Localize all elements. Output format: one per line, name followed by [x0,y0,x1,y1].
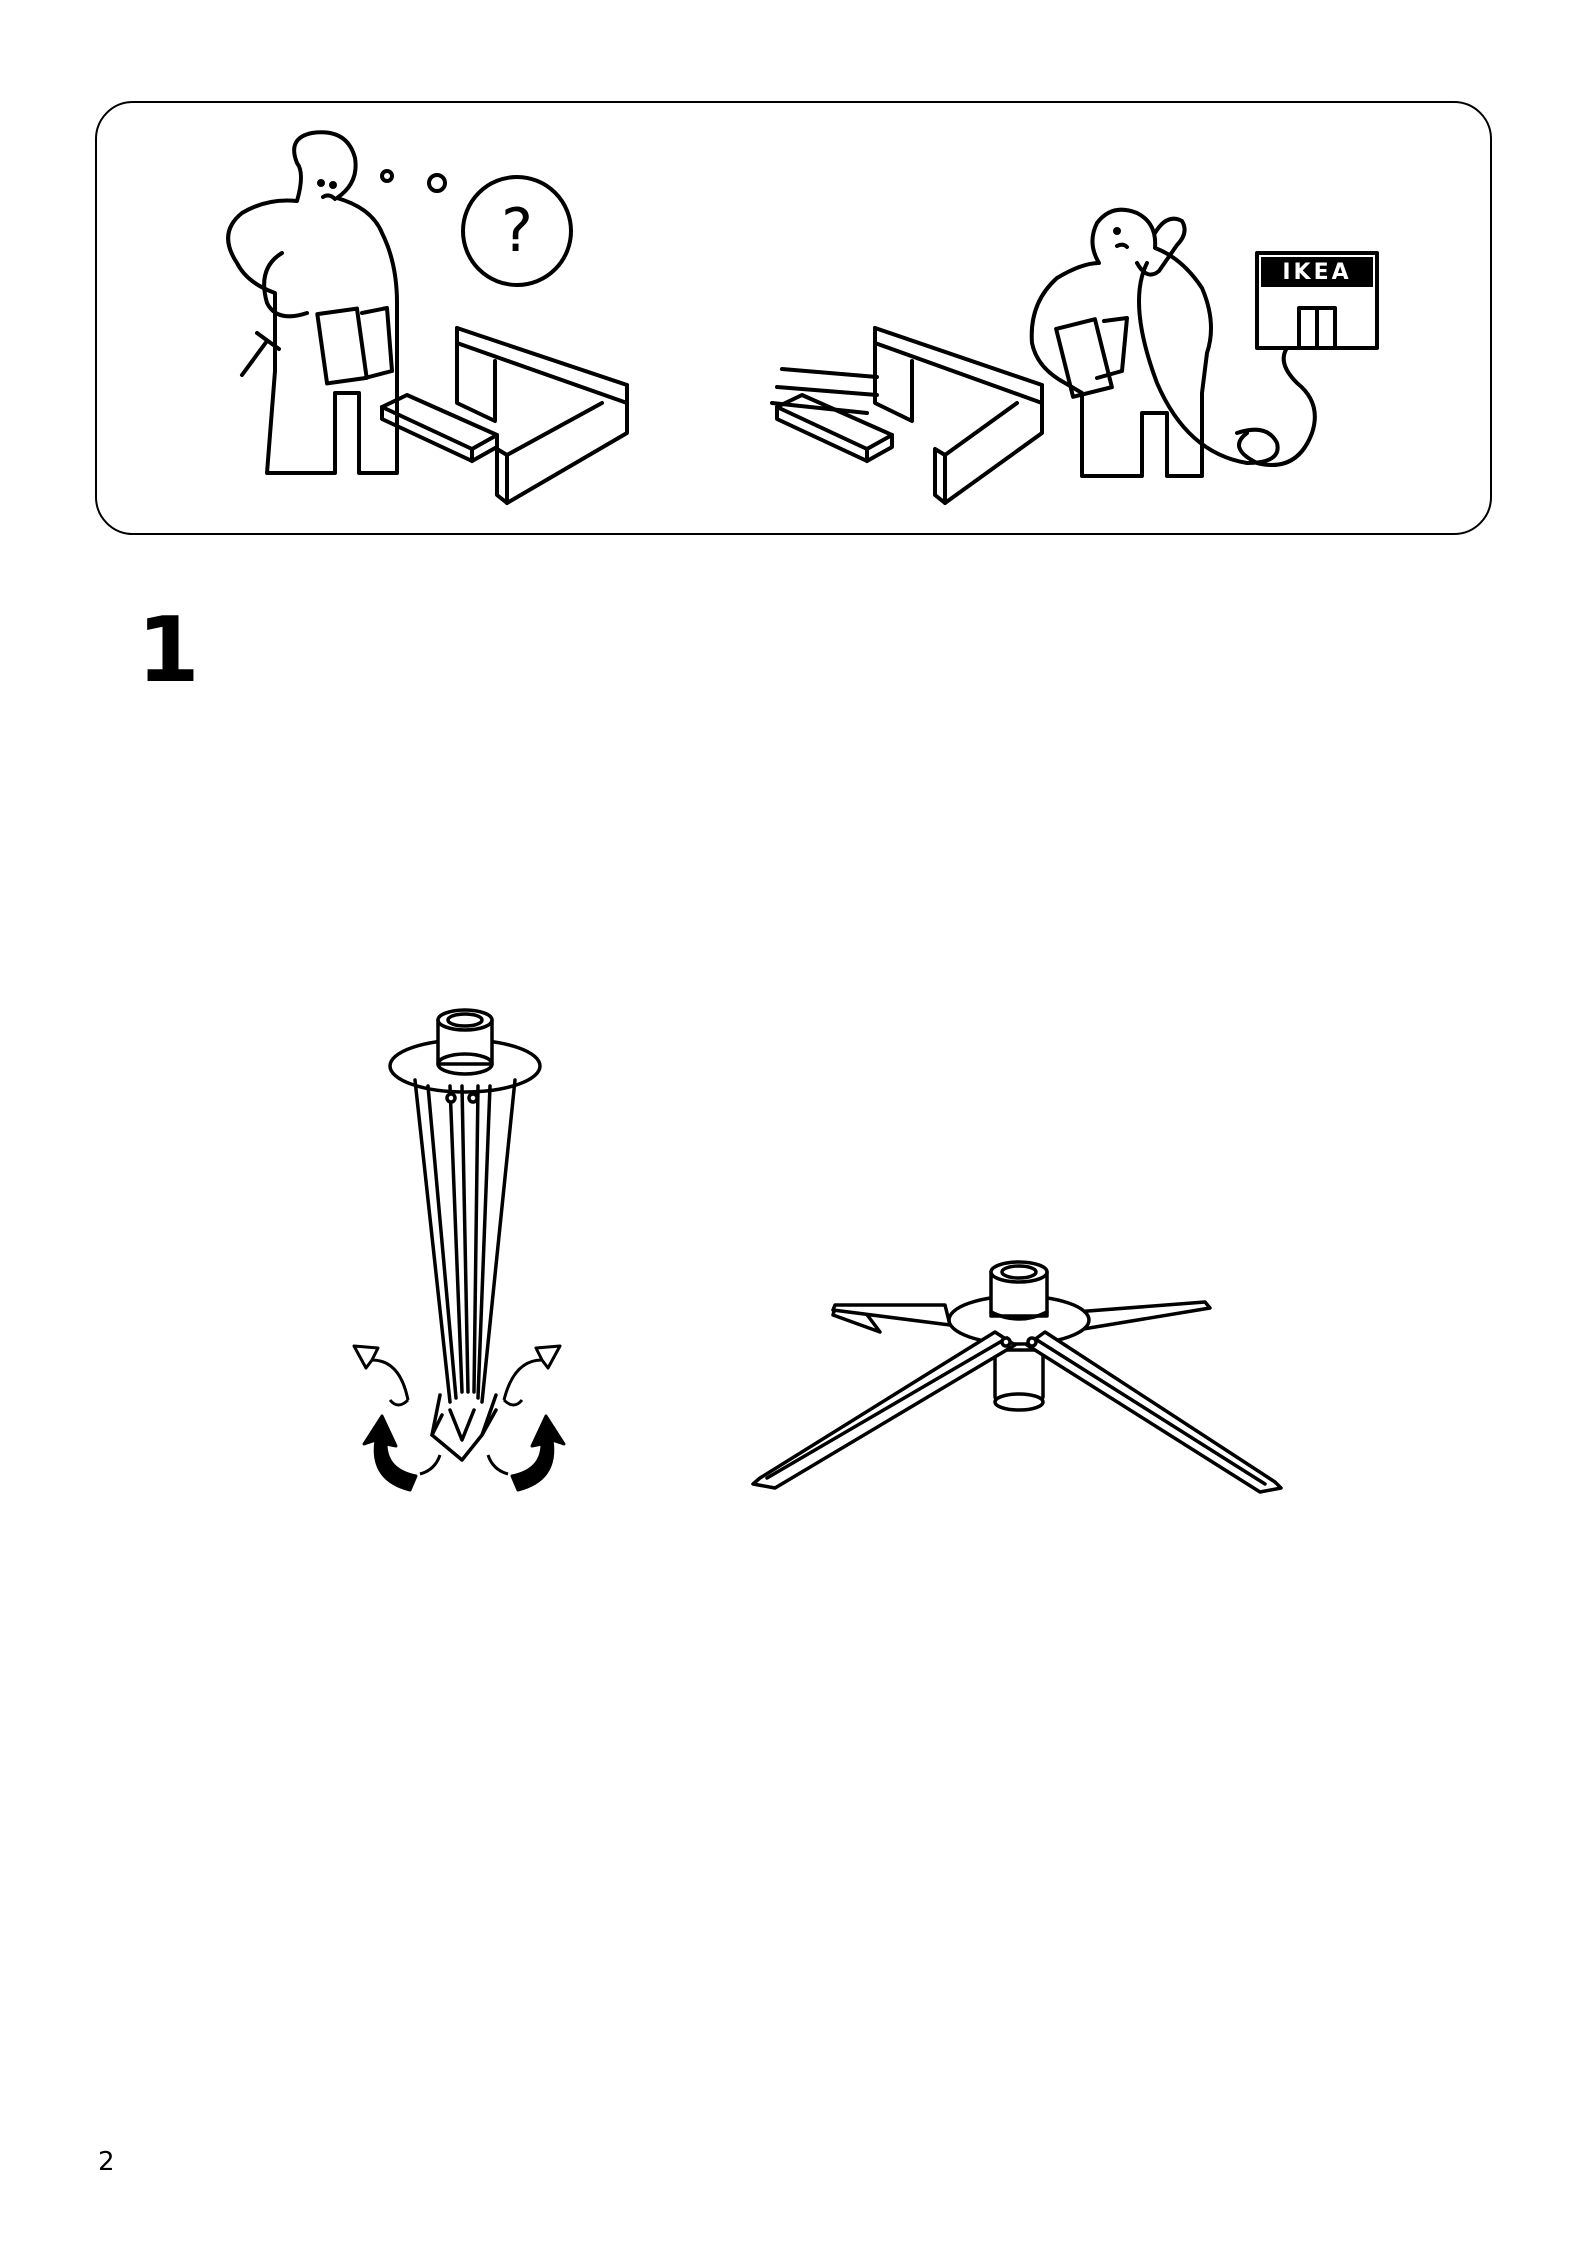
loose-board-icon [382,395,497,461]
frame-pieces-icon [457,328,627,503]
page-number: 2 [98,2147,115,2177]
assembly-help-panel: ? IKEA [95,101,1492,535]
folded-legs-icon [415,1080,515,1460]
step-number: 1 [137,606,198,696]
folded-stand-illustration [350,1000,580,1510]
assembly-help-illustration: ? IKEA [97,103,1494,537]
thought-bubble-medium-icon [429,175,445,191]
confused-person-icon [228,132,397,473]
question-mark-icon: ? [501,196,533,266]
unfolded-stand-illustration [745,1250,1285,1510]
thought-bubble-small-icon [382,171,392,181]
frame-pieces-icon-right [875,328,1042,503]
store-sign-label: IKEA [1282,260,1351,285]
unfold-arrows-icon [354,1346,564,1490]
